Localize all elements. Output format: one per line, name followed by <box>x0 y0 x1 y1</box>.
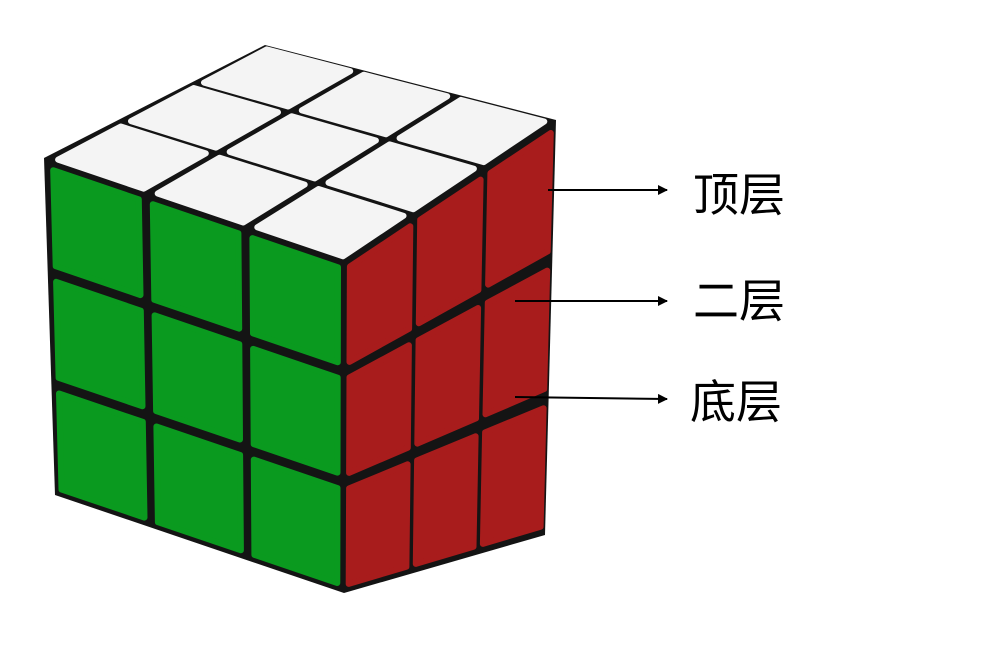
rubiks-cube-icon <box>44 45 556 593</box>
top-face <box>55 46 548 260</box>
right-face <box>345 130 554 587</box>
front-face-sticker <box>151 312 243 443</box>
arrow-right-icon <box>514 393 668 404</box>
front-face-sticker <box>250 456 341 586</box>
front-face-sticker <box>250 345 341 476</box>
front-face-sticker <box>56 390 148 521</box>
top-face-sticker <box>154 154 308 226</box>
right-face-sticker <box>346 342 412 476</box>
right-face-sticker <box>345 461 411 587</box>
right-face-sticker <box>414 305 482 447</box>
right-face-sticker <box>485 130 554 288</box>
front-face-sticker <box>53 278 146 410</box>
top-face-sticker <box>325 141 477 213</box>
front-face <box>50 167 341 586</box>
top-face-sticker <box>254 186 407 260</box>
top-face-sticker <box>128 85 281 151</box>
right-face-sticker <box>346 223 414 365</box>
layer-annotations: 顶层 二层 底层 <box>514 168 785 429</box>
top-face-sticker <box>55 123 209 192</box>
top-face-sticker <box>226 113 379 182</box>
top-face-sticker <box>298 71 451 138</box>
top-layer-label: 顶层 <box>693 168 785 222</box>
bottom-layer-label: 底层 <box>690 375 782 429</box>
top-face-sticker <box>396 96 548 166</box>
front-face-sticker <box>149 201 243 332</box>
front-face-sticker <box>153 423 244 554</box>
front-face-sticker <box>249 235 341 366</box>
right-face-sticker <box>412 433 479 567</box>
right-face-sticker <box>482 267 551 418</box>
middle-layer-label: 二层 <box>693 274 785 328</box>
right-face-sticker <box>479 405 547 547</box>
front-face-sticker <box>50 167 144 299</box>
right-face-sticker <box>415 176 484 327</box>
top-face-sticker <box>201 46 354 110</box>
